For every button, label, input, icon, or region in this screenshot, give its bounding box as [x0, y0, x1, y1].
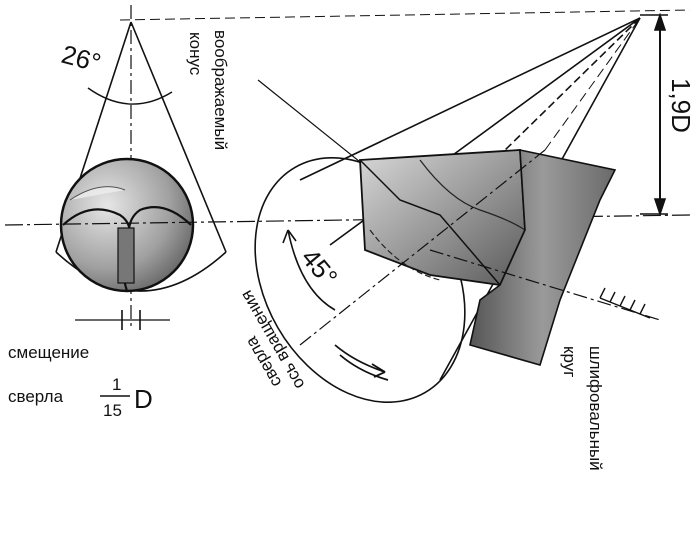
horizontal-axis	[4, 214, 691, 226]
offset-drill-label: сверла	[8, 387, 64, 406]
fraction-unit: D	[134, 384, 153, 414]
wheel-axis-guide	[544, 17, 641, 151]
rotation-arrows	[334, 344, 389, 381]
angle-45-arc	[282, 229, 336, 311]
drill-cross-section	[59, 157, 195, 293]
height-19d-label: 1,9D	[666, 78, 696, 133]
angle-45-label: 45°	[295, 243, 343, 292]
drill-body	[359, 149, 526, 286]
drill-rotation-axis	[299, 149, 546, 346]
grinding-wheel	[429, 149, 661, 366]
height-dimension	[640, 12, 668, 217]
offset-label: смещение	[8, 343, 89, 362]
fraction-denominator: 15	[103, 401, 122, 420]
imaginary-cone-label: воображаемый	[211, 30, 230, 150]
cone-word-label: конус	[186, 32, 205, 76]
top-reference-line	[119, 9, 691, 21]
wheel-word-label: круг	[560, 346, 579, 377]
fraction-numerator: 1	[112, 375, 121, 394]
grinding-wheel-label: шлифовальный	[586, 346, 605, 471]
angle-26-label: 26°	[58, 39, 104, 78]
